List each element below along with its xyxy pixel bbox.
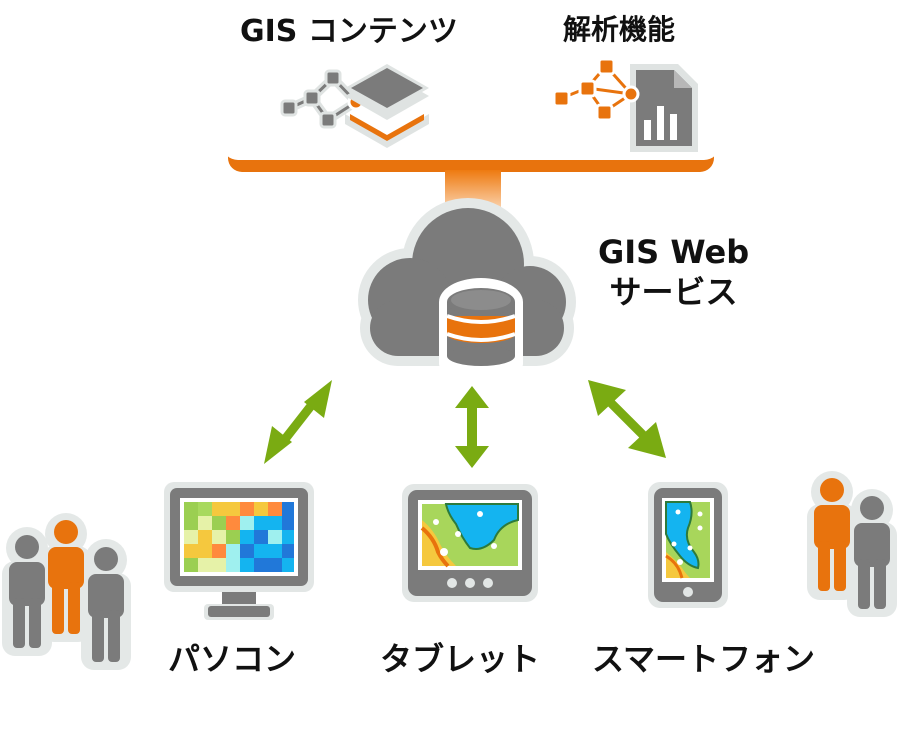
smartphone-icon (648, 482, 728, 608)
web-service-label-line1: GIS Web (598, 233, 750, 271)
smartphone-label: スマートフォン (592, 640, 816, 678)
network-layers-icon (280, 64, 429, 148)
pc-monitor-icon (164, 482, 314, 620)
pc-label: パソコン (168, 640, 297, 678)
web-service-label: GIS Web サービス (598, 232, 749, 312)
analysis-report-icon (552, 57, 698, 152)
tablet-icon (402, 484, 538, 602)
people-group-left-icon (2, 513, 131, 670)
platform-bar (222, 120, 720, 172)
cloud-database-icon (358, 198, 576, 378)
gis-contents-label: GIS コンテンツ (240, 14, 458, 49)
tablet-label: タブレット (380, 640, 541, 678)
people-group-right-icon (807, 471, 897, 617)
arrow-to-smartphone (588, 380, 666, 458)
analysis-label: 解析機能 (563, 13, 676, 46)
web-service-label-line2: サービス (609, 273, 738, 311)
arrow-to-tablet (455, 386, 489, 468)
arrow-to-pc (264, 380, 332, 464)
